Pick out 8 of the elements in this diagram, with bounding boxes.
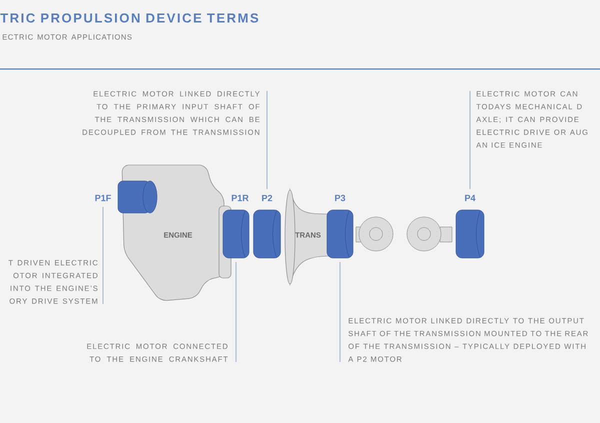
leader-line bbox=[266, 90, 268, 190]
leader-line bbox=[102, 206, 104, 304]
motor-label: P1F bbox=[95, 194, 111, 202]
motor-label: P4 bbox=[465, 194, 476, 202]
motor-label: P1R bbox=[232, 194, 249, 202]
motor-label: P2 bbox=[262, 194, 272, 202]
motor-label: P3 bbox=[335, 194, 346, 202]
title: TRIC PROPULSION DEVICE TERMS bbox=[0, 13, 258, 23]
